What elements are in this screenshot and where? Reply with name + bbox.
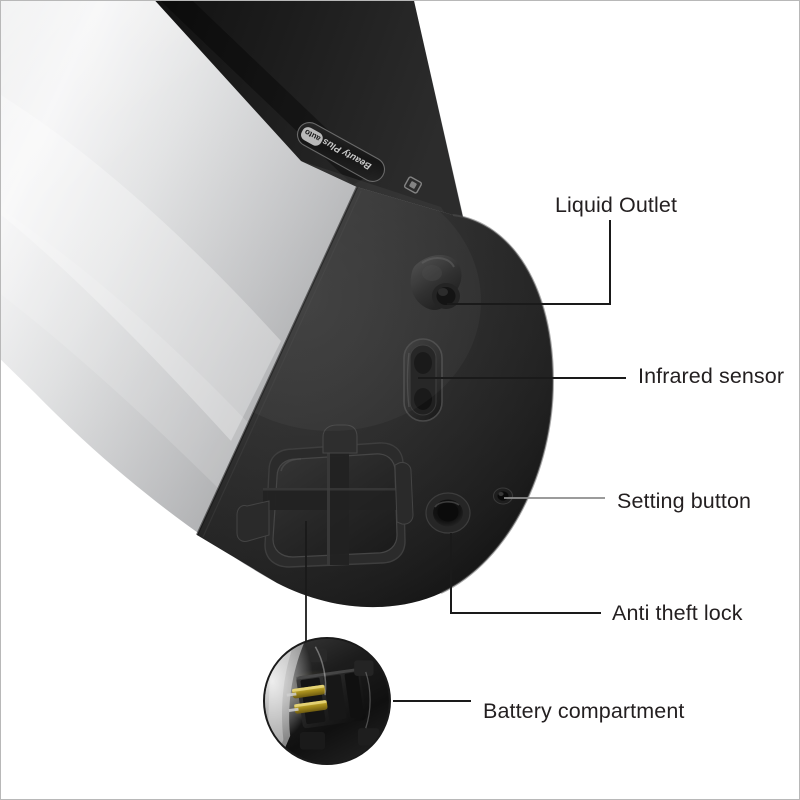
- callout-label-battery-compartment: Battery compartment: [483, 699, 685, 723]
- brand-badge: Beauty Plus auto: [296, 121, 386, 183]
- power-socket-icon: [403, 176, 423, 194]
- battery-compartment-inset: [263, 637, 391, 765]
- anti-theft-lock-hole: [425, 492, 471, 534]
- callout-label-infrared-sensor: Infrared sensor: [638, 364, 785, 388]
- battery-compartment-cover: [236, 424, 414, 568]
- callout-label-setting-button: Setting button: [617, 489, 752, 513]
- liquid-outlet-nozzle: [410, 254, 462, 311]
- callout-label-liquid-outlet: Liquid Outlet: [555, 193, 678, 217]
- leader-lines: [305, 220, 626, 702]
- callout-label-anti-theft-lock: Anti theft lock: [612, 601, 743, 625]
- setting-button-hole: [493, 487, 513, 505]
- infrared-sensor-window: [403, 338, 443, 422]
- leader-liquid-outlet: [447, 220, 611, 305]
- leader-anti-theft-lock: [450, 533, 601, 614]
- battery-inset-photo-detail: [265, 639, 380, 763]
